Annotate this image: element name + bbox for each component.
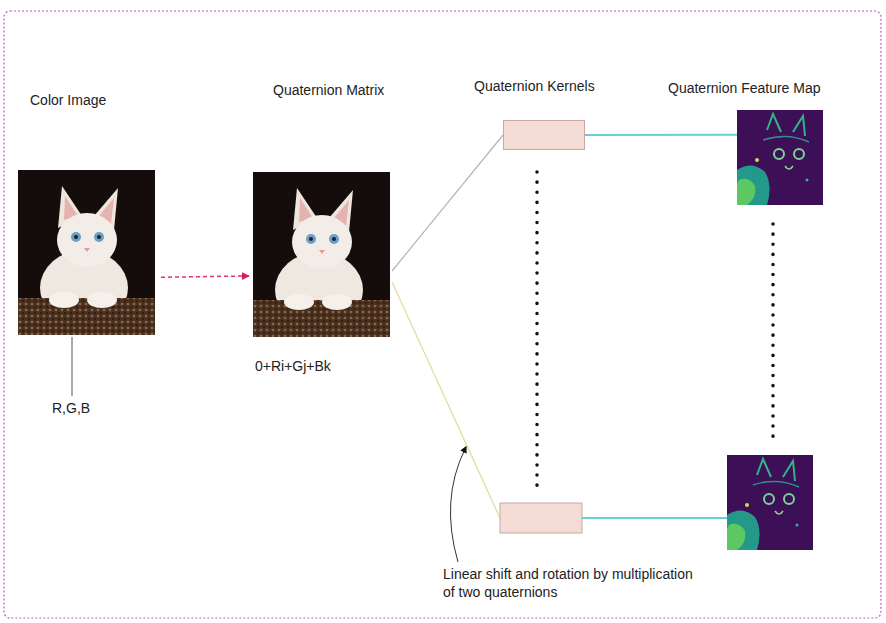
image-node: Quaternion Matrix0+Ri+Gj+Bk: [253, 172, 392, 337]
ellipsis-dots: [535, 172, 539, 490]
ellipsis-dots: [771, 224, 775, 445]
annotation-note: Linear shift and rotation by multiplicat…: [443, 566, 693, 601]
arrow-connector: [161, 276, 249, 277]
image-node: Color Image: [18, 170, 155, 335]
node-heading: Quaternion Feature Map: [668, 80, 821, 97]
kernel-box: Quaternion Kernels: [503, 120, 585, 150]
outer-border: [4, 11, 881, 618]
feature-map-image: [727, 455, 813, 550]
kernel-box: [500, 503, 582, 533]
quaternion-matrix-image: [253, 172, 390, 337]
feature-map-node: Quaternion Feature Map: [737, 110, 823, 205]
kernel-link: [392, 282, 500, 518]
line-connector: [585, 134, 737, 136]
leader-line: [72, 337, 73, 396]
color-image: [18, 170, 155, 335]
feature-map-image: [737, 110, 823, 205]
node-heading: Color Image: [30, 92, 106, 109]
node-heading: Quaternion Matrix: [273, 82, 384, 99]
channel-label: R,G,B: [52, 400, 132, 418]
annotation-pointer: [450, 449, 465, 562]
line-connector: [392, 135, 503, 271]
node-heading: Quaternion Kernels: [474, 78, 595, 95]
node-subtext: 0+Ri+Gj+Bk: [255, 358, 331, 375]
feature-link: [582, 517, 727, 519]
